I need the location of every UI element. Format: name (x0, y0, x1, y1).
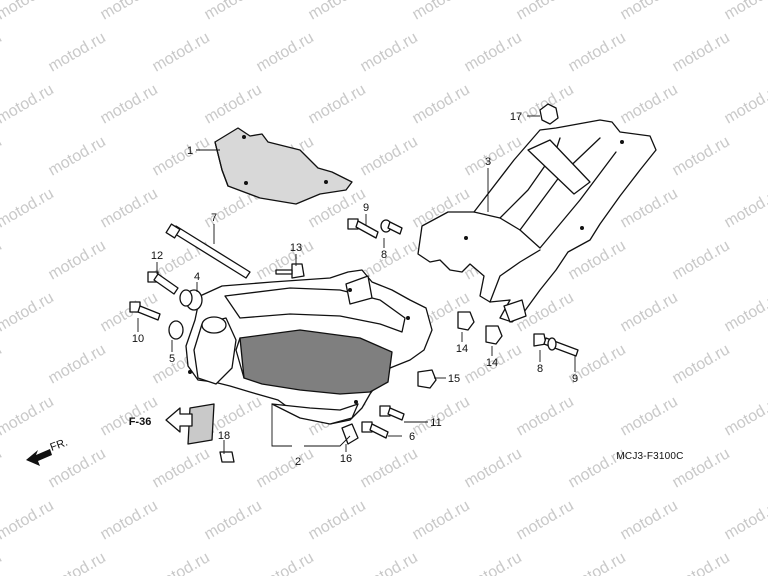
diagram-code: MCJ3-F3100C (616, 451, 683, 462)
callout-4: 4 (194, 271, 200, 283)
callout-18: 18 (218, 430, 230, 442)
callout-12: 12 (151, 250, 163, 262)
leader-lines (137, 115, 576, 454)
watermark-text: motod.ru (0, 549, 5, 576)
long-bolt-part (165, 223, 251, 279)
front-direction-arrow (26, 449, 52, 466)
callout-8-right: 8 (537, 363, 543, 375)
callout-2: 2 (295, 456, 301, 468)
callout-3: 3 (485, 156, 491, 168)
reference-arrow (165, 407, 193, 433)
callout-14-left: 14 (456, 343, 468, 355)
callout-16: 16 (340, 453, 352, 465)
callout-10: 10 (132, 333, 144, 345)
callout-8-top: 8 (381, 249, 387, 261)
fastener-parts (129, 218, 579, 463)
callout-17: 17 (510, 111, 522, 123)
callout-6: 6 (409, 431, 415, 443)
heat-shield-part (214, 127, 353, 205)
callout-5: 5 (169, 353, 175, 365)
callout-15: 15 (448, 373, 460, 385)
reference-label: F-36 (129, 416, 152, 428)
direction-label: FR. (49, 437, 70, 454)
callout-13: 13 (290, 242, 302, 254)
callout-1: 1 (187, 145, 193, 157)
seat-rail-part (417, 119, 657, 323)
callout-14-right: 14 (486, 357, 498, 369)
callouts: 1 2 3 4 5 6 7 8 8 9 9 10 11 12 13 14 14 … (49, 111, 684, 468)
main-frame-part (185, 269, 433, 425)
callout-9-right: 9 (572, 373, 578, 385)
callout-7: 7 (211, 212, 217, 224)
callout-11: 11 (430, 417, 441, 429)
clip-part (539, 103, 559, 125)
callout-9-top: 9 (363, 202, 369, 214)
